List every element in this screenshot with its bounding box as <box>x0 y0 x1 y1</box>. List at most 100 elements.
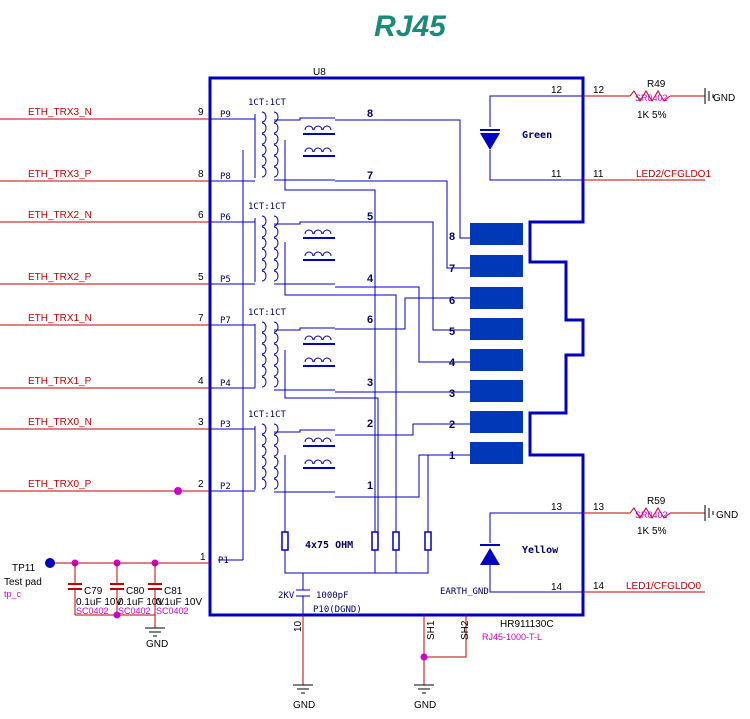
yellow-led-label: Yellow <box>522 545 559 556</box>
r49-pkg: SR0402 <box>635 93 668 103</box>
winding-number: 8 <box>367 108 373 120</box>
coil-turn <box>273 434 279 446</box>
pad-label: P3 <box>220 420 231 430</box>
coil-turn <box>261 237 267 249</box>
coil-turn <box>273 166 279 178</box>
net-label: ETH_TRX3_N <box>28 107 92 118</box>
pin-number: 4 <box>198 376 204 387</box>
gnd-label-caps: GND <box>146 639 168 650</box>
gnd-label-r49: GND <box>713 93 735 104</box>
winding-number: 3 <box>367 377 373 389</box>
choke-turn <box>313 125 323 131</box>
coil-turn <box>273 343 279 355</box>
cap-pkg: SC0402 <box>118 606 151 616</box>
net-label: ETH_TRX1_P <box>28 376 92 387</box>
yellow-pin-a-out: 13 <box>593 502 605 513</box>
winding-number: 6 <box>367 314 373 326</box>
choke-turn <box>304 335 314 341</box>
rj45-contact <box>470 349 523 371</box>
coil-turn <box>261 354 267 366</box>
contact-number: 3 <box>449 388 455 400</box>
pin-number: 7 <box>198 313 204 324</box>
p1-pad: P1 <box>218 556 229 566</box>
coil-turn <box>273 321 279 333</box>
choke-turn <box>322 251 332 257</box>
shield-1: SH1 <box>426 620 437 640</box>
contact-number: 5 <box>449 326 455 338</box>
test-pad <box>45 558 55 568</box>
coil-turn <box>261 166 267 178</box>
gnd-label-p10: GND <box>293 700 315 711</box>
yellow-pin-b-out: 14 <box>593 581 605 592</box>
rj45-contact <box>470 318 523 340</box>
led2-net: LED2/CFGLDO1 <box>636 169 711 180</box>
choke-turn <box>304 357 314 363</box>
yellow-pin-b: 14 <box>551 582 563 593</box>
green-led-label: Green <box>522 130 552 141</box>
coil-turn <box>261 423 267 435</box>
coil-turn <box>273 467 279 479</box>
choke-turn <box>304 229 314 235</box>
green-led-wiring <box>489 95 583 181</box>
coil-turn <box>261 467 267 479</box>
xfmr-out <box>274 429 335 433</box>
coil-turn <box>261 332 267 344</box>
pin-number: 5 <box>198 272 204 283</box>
coil-turn <box>261 343 267 355</box>
rj45-contact <box>470 380 523 402</box>
choke-turn <box>313 251 323 257</box>
winding-number: 1 <box>367 480 373 492</box>
r49-value: 1K 5% <box>637 110 667 121</box>
transformer-ratio: 1CT:1CT <box>248 98 287 108</box>
right-wires <box>583 95 705 593</box>
choke-turn <box>322 335 332 341</box>
choke-turn <box>313 229 323 235</box>
earth-gnd-label: EARTH_GND <box>440 587 489 597</box>
part-number: HR911130C <box>500 619 554 630</box>
choke-turn <box>304 251 314 257</box>
xfmr-out <box>274 327 335 331</box>
yellow-led-diode <box>480 548 500 565</box>
transformer-ratio: 1CT:1CT <box>248 308 287 318</box>
coil-turn <box>261 478 267 490</box>
rj45-contact <box>470 411 523 433</box>
coil-turn <box>261 215 267 227</box>
gnd-label-shield: GND <box>414 700 436 711</box>
coil-turn <box>273 456 279 468</box>
gnd-symbol-p10 <box>293 684 313 694</box>
rj45-contact <box>470 223 523 245</box>
choke-turn <box>322 459 332 465</box>
xfmr-out <box>274 117 335 121</box>
pad-label: P5 <box>220 275 231 285</box>
p10-pin: 10 <box>293 620 304 632</box>
choke-turn <box>313 335 323 341</box>
gnd-symbol-shield <box>414 684 434 694</box>
r59-value: 1K 5% <box>637 526 667 537</box>
led1-net: LED1/CFGLDO0 <box>626 581 701 592</box>
cap-value: 0.1uF 10V <box>118 597 164 608</box>
yellow-pin-a: 13 <box>551 502 563 513</box>
coil-turn <box>261 248 267 260</box>
choke-turn <box>304 459 314 465</box>
internal-wires <box>218 119 470 615</box>
choke-turn <box>322 125 332 131</box>
coil-turn <box>261 144 267 156</box>
coil-turn <box>273 155 279 167</box>
yellow-led-wiring <box>489 512 583 593</box>
termination-label: 4x75 OHM <box>305 540 353 551</box>
cap-value: 1000pF <box>316 591 349 601</box>
pad-label: P2 <box>220 482 231 492</box>
r59-ref: R59 <box>647 496 666 507</box>
rj45-contact <box>470 255 523 277</box>
coil-turn <box>261 445 267 457</box>
net-label: ETH_TRX0_N <box>28 417 92 428</box>
choke-turn <box>313 459 323 465</box>
rj45-contact <box>470 287 523 309</box>
pin-number: 6 <box>198 210 204 221</box>
cap-gnd-junction <box>113 611 121 619</box>
choke-turn <box>313 437 323 443</box>
